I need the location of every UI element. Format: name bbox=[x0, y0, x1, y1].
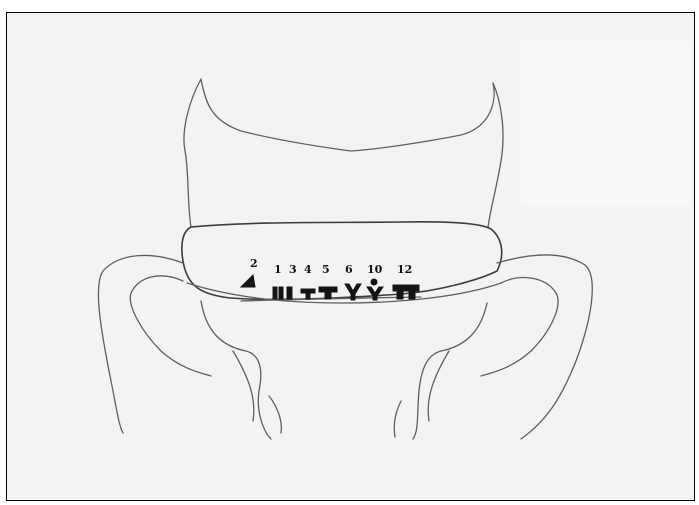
label-3: 3 bbox=[289, 263, 297, 276]
glyph-1-bar-b bbox=[279, 287, 283, 299]
label-2: 2 bbox=[250, 257, 258, 270]
left-lateral-process bbox=[98, 255, 211, 433]
label-12: 12 bbox=[397, 263, 412, 276]
glyph-1-bar-a bbox=[273, 287, 277, 299]
upper-structure-outline bbox=[184, 79, 503, 227]
label-10: 10 bbox=[367, 263, 383, 276]
glyph-4-cap bbox=[301, 289, 315, 299]
paper-light-patch bbox=[521, 41, 691, 206]
label-5: 5 bbox=[322, 263, 330, 276]
figure-frame: 2 1 3 4 5 6 10 12 bbox=[6, 12, 695, 501]
left-lower-curve bbox=[201, 301, 271, 439]
left-inner-line bbox=[233, 351, 254, 421]
right-inner-line bbox=[428, 351, 449, 421]
main-band-outline bbox=[182, 222, 502, 300]
glyph-2-spike bbox=[241, 275, 255, 287]
label-1: 1 bbox=[274, 263, 282, 276]
label-6: 6 bbox=[345, 263, 353, 276]
glyph-3-bar bbox=[287, 287, 292, 299]
sketch-drawing: 2 1 3 4 5 6 10 12 bbox=[7, 13, 695, 501]
right-small-hook bbox=[394, 401, 401, 437]
right-lower-curve bbox=[413, 303, 487, 439]
glyph-10-crown-dot bbox=[371, 279, 377, 285]
right-lateral-process bbox=[481, 255, 592, 439]
label-4: 4 bbox=[304, 263, 312, 276]
left-small-hook bbox=[269, 396, 281, 433]
